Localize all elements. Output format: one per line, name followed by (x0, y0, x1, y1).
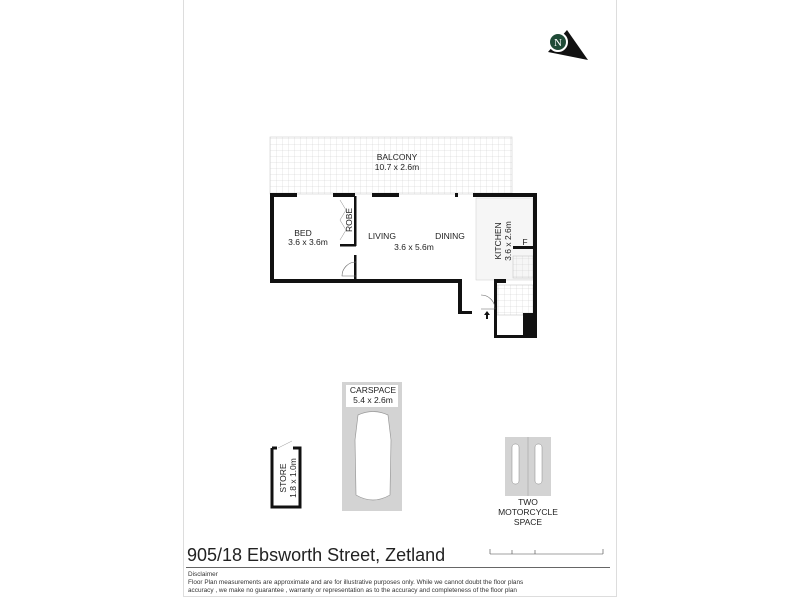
store-walls (270, 446, 302, 509)
disclaimer: Disclaimer Floor Plan measurements are a… (188, 571, 523, 595)
walls (270, 193, 537, 338)
property-address: 905/18 Ebsworth Street, Zetland (187, 545, 446, 565)
bed-size: 3.6 x 3.6m (288, 237, 328, 247)
divider (186, 567, 610, 568)
kitchen-size: 3.6 x 2.6m (503, 221, 513, 261)
carspace-size: 5.4 x 2.6m (353, 395, 393, 405)
living-label: LIVING (368, 231, 396, 241)
fridge-label: F (522, 237, 527, 247)
scale-bar (489, 549, 604, 555)
bed-label: BED (294, 228, 311, 238)
car-icon (354, 411, 392, 501)
north-arrow-icon: N (548, 30, 588, 60)
balcony-label: BALCONY (377, 152, 418, 162)
bed-door (341, 261, 357, 277)
balcony-size: 10.7 x 2.6m (375, 162, 419, 172)
store-size: 1.8 x 1.0m (288, 458, 298, 498)
disclaimer-line-1: Floor Plan measurements are approximate … (188, 579, 524, 586)
entry-door (480, 294, 496, 310)
kitchen-label: KITCHEN (493, 222, 503, 259)
balcony-area (269, 136, 513, 195)
living-dining-size: 3.6 x 5.6m (394, 242, 434, 252)
carspace-label: CARSPACE (350, 385, 396, 395)
motorcycle-icon (511, 443, 520, 485)
motorcycle-label-3: SPACE (514, 517, 543, 527)
motorcycle-icon (534, 443, 543, 485)
disclaimer-heading: Disclaimer (188, 571, 218, 578)
motorcycle-label-2: MOTORCYCLE (498, 507, 558, 517)
dining-label: DINING (435, 231, 465, 241)
page-frame (183, 0, 617, 597)
motorcycle-label-1: TWO (518, 497, 538, 507)
disclaimer-line-2: accuracy , we make no guarantee , warran… (188, 587, 517, 594)
svg-text:N: N (554, 37, 562, 49)
entry-arrow-icon (484, 311, 490, 319)
store-label: STORE (278, 463, 288, 492)
robe-label: ROBE (344, 208, 354, 232)
